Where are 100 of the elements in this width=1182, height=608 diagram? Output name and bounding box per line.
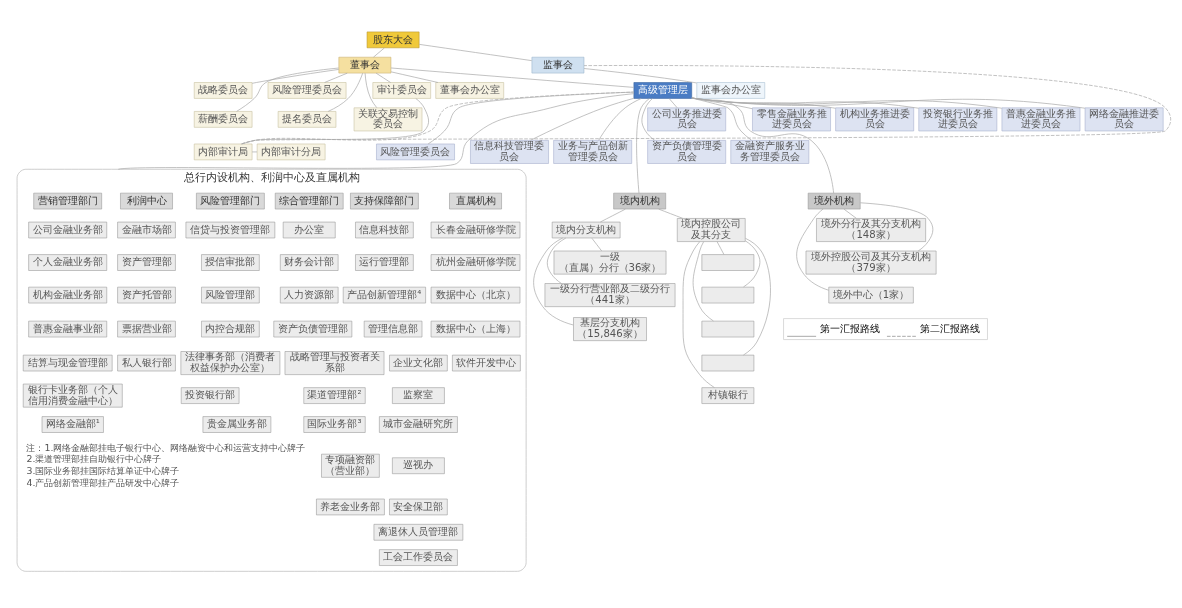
- connector: [530, 97, 635, 141]
- node-box: 投资银行部: [180, 386, 240, 404]
- node-box: 基层分支机构（15,846家）: [573, 316, 647, 341]
- connector: [692, 240, 714, 321]
- node-box: 贵金属业务部: [202, 415, 272, 433]
- node-box: 境外分行及其分支机构（148家）: [816, 217, 926, 242]
- node-box: 网络金融推进委员会: [1084, 107, 1164, 131]
- node-box: 业务与产品创新管理委员会: [553, 139, 632, 164]
- label: 4.产品创新管理部挂产品研发中心牌子: [26, 476, 180, 488]
- legend-label: 第一汇报路线: [820, 322, 881, 334]
- connector: [641, 97, 655, 141]
- node-box: 风险管理部: [201, 286, 260, 303]
- node-box: [701, 286, 755, 303]
- node-box: 境外机构: [807, 192, 861, 209]
- node-box: 管理信息部: [363, 320, 423, 337]
- node-box: 巡视办: [392, 457, 445, 474]
- node-box: 直属机构: [449, 192, 502, 209]
- node-box: 董事会办公室: [435, 81, 504, 99]
- node-box: 机构金融业务部: [28, 286, 108, 303]
- node-box: 监事会: [531, 56, 585, 73]
- connector: [390, 71, 439, 83]
- node-box: 关联交易控制委员会: [353, 107, 423, 131]
- node-box: 私人银行部: [117, 354, 176, 371]
- node-box: 软件开发中心: [452, 354, 521, 371]
- node-box: 长春金融研修学院: [430, 221, 521, 238]
- node-box: 银行卡业务部（个人信用消费金融中心）: [22, 383, 123, 407]
- node-box: 内控合规部: [201, 320, 260, 337]
- connector: [859, 201, 934, 251]
- node-box: 杭州金融研修学院: [430, 253, 521, 271]
- node-box: 资产负债管理部: [273, 320, 353, 337]
- connector: [418, 43, 533, 61]
- node-box: 零售金融业务推进委员会: [752, 107, 831, 131]
- node-box: 资产管理部: [117, 253, 176, 271]
- connector: [583, 67, 697, 83]
- node-box: 结算与现金管理部: [22, 354, 113, 371]
- connector: [533, 237, 574, 325]
- connector: [390, 67, 635, 88]
- node-box: 风险管理委员会: [267, 81, 347, 99]
- node-box: 战略委员会: [193, 81, 253, 99]
- node-box: 境内分支机构: [551, 221, 621, 238]
- node-box: 境内控股公司及其分支: [676, 217, 746, 242]
- node-box: 普惠金融业务推进委员会: [1001, 107, 1081, 131]
- node-box: 企业文化部: [389, 354, 448, 371]
- node-box: 授信审批部: [201, 253, 260, 271]
- node-box: 工会工作委员会: [379, 548, 458, 566]
- node-box: 董事会: [338, 56, 392, 73]
- node-box: 金融市场部: [117, 221, 176, 238]
- node-box: [701, 354, 755, 371]
- node-box: 国际业务部³: [303, 415, 366, 433]
- node-box: 城市金融研究所: [379, 415, 458, 433]
- connector: [716, 240, 725, 255]
- node-box: [701, 320, 755, 337]
- node-box: 利润中心: [120, 192, 173, 209]
- node-box: 资产负债管理委员会: [647, 139, 726, 164]
- node-box: 薪酬委员会: [193, 110, 253, 128]
- node-box: [701, 253, 755, 271]
- node-box: 财务会计部: [280, 253, 339, 271]
- label: 2.渠道管理部挂自助银行中心牌子: [26, 452, 162, 464]
- connector: [373, 47, 385, 58]
- connector: [598, 97, 642, 141]
- connector: [241, 91, 635, 144]
- node-box: 内部审计局: [193, 143, 253, 160]
- node-box: 安全保卫部: [389, 498, 448, 515]
- node-box: 金融资产服务业务管理委员会: [730, 139, 810, 164]
- node-box: 战略管理与投资者关系部: [284, 350, 385, 375]
- node-box: 离退休人员管理部: [373, 523, 464, 540]
- connector: [327, 72, 364, 112]
- connector: [591, 237, 603, 251]
- node-box: 数据中心（上海）: [430, 320, 521, 337]
- node-box: 产品创新管理部⁴: [342, 286, 426, 303]
- node-box: 养老金业务部: [316, 498, 385, 515]
- node-box: 公司业务推进委员会: [647, 107, 726, 131]
- node-box: 资产托管部: [117, 286, 176, 303]
- node-box: 专项融资部（营业部）: [321, 453, 380, 478]
- node-box: 一级分行营业部及二级分行（441家）: [544, 282, 676, 307]
- node-box: 内部审计分局: [256, 143, 326, 160]
- connector: [251, 151, 258, 152]
- node-box: 审计委员会: [372, 81, 431, 99]
- node-box: 运行管理部: [355, 253, 414, 271]
- connector: [324, 72, 348, 83]
- connector: [600, 208, 626, 222]
- node-box: 境外控股公司及其分支机构（379家）: [805, 250, 937, 274]
- node-box: 票据营业部: [117, 320, 176, 337]
- node-box: 风险管理委员会: [376, 143, 455, 160]
- label: 3.国际业务部挂国际结算单证中心牌子: [26, 464, 180, 476]
- node-box: 公司金融业务部: [28, 221, 108, 238]
- node-box: 监事会办公室: [696, 81, 766, 99]
- connector: [375, 72, 391, 83]
- connector: [427, 91, 635, 144]
- node-box: 办公室: [282, 221, 336, 238]
- node-box: 渠道管理部²: [303, 386, 366, 404]
- node-box: 风险管理部门: [196, 192, 265, 209]
- connector: [668, 97, 678, 108]
- node-box: 境外中心（1家）: [828, 286, 914, 303]
- node-box: 股东大会: [366, 31, 420, 48]
- node-box: 投资银行业务推进委员会: [918, 107, 998, 131]
- node-box: 信息科技管理委员会: [470, 139, 549, 164]
- label: 注：1.网络金融部挂电子银行中心、网络融资中心和运营支持中心牌子: [26, 441, 306, 453]
- connector: [796, 208, 830, 291]
- node-box: 网络金融部¹: [41, 415, 104, 433]
